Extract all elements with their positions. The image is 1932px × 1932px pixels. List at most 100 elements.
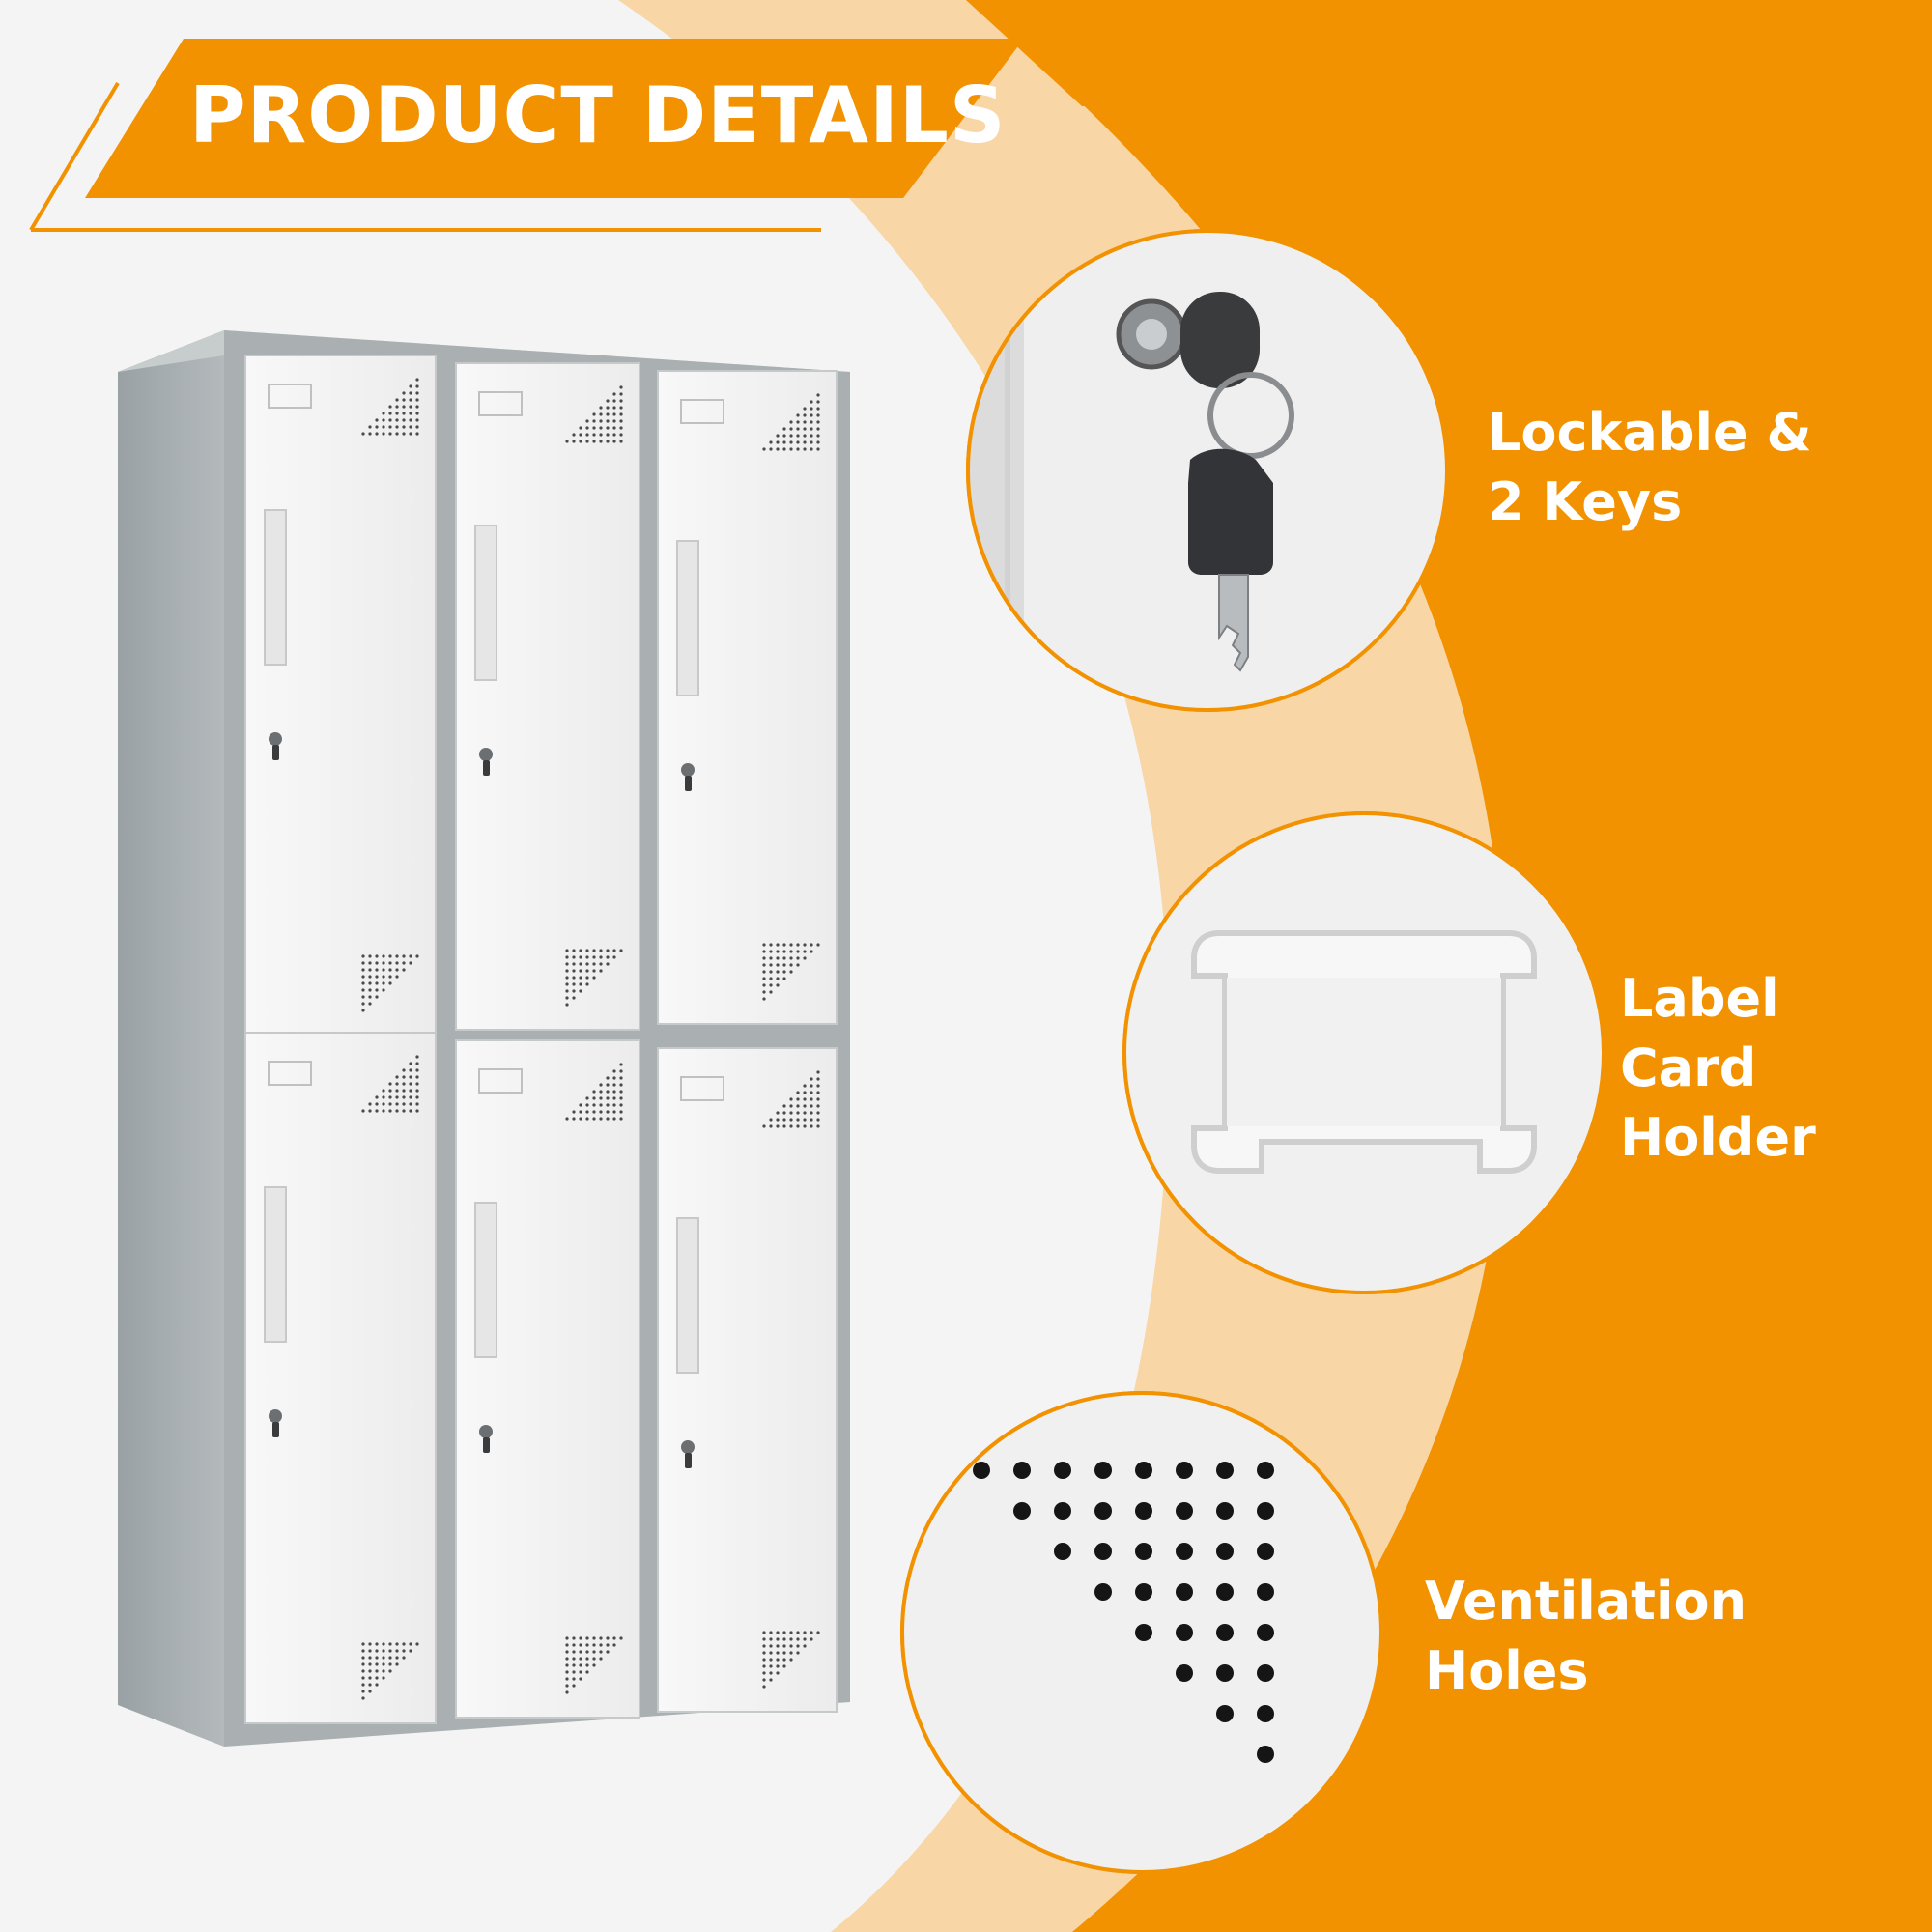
label-holder xyxy=(478,391,523,416)
vent-grille-top xyxy=(361,378,419,436)
vent-hole xyxy=(1176,1583,1193,1601)
vent-hole xyxy=(1257,1624,1274,1641)
handle-recess xyxy=(676,540,699,696)
locker-door xyxy=(657,370,838,1025)
door-key xyxy=(685,1453,692,1468)
vent-grille-top xyxy=(565,1063,623,1121)
vent-hole xyxy=(1216,1543,1234,1560)
vent-grille-bottom xyxy=(361,954,419,1012)
vent-grille-top xyxy=(361,1055,419,1113)
vent-hole xyxy=(1216,1462,1234,1479)
vent-hole xyxy=(1257,1664,1274,1682)
handle-recess xyxy=(264,509,287,666)
feature-label-lock-keys: Lockable & 2 Keys xyxy=(1488,398,1812,537)
vent-grille-bottom xyxy=(565,1636,623,1694)
lock-keys-closeup xyxy=(966,229,1449,712)
vent-hole xyxy=(1176,1624,1193,1641)
vent-hole xyxy=(1013,1462,1031,1479)
vent-hole xyxy=(1054,1462,1071,1479)
door-lock xyxy=(479,748,493,761)
door-key xyxy=(685,776,692,791)
vent-hole xyxy=(1135,1583,1152,1601)
vent-grille-top xyxy=(762,393,820,451)
vent-hole xyxy=(1176,1664,1193,1682)
vent-hole xyxy=(1176,1502,1193,1520)
feature-label-line: Holder xyxy=(1620,1107,1816,1168)
door-lock xyxy=(269,1409,282,1423)
vent-hole xyxy=(1257,1543,1274,1560)
label-holder xyxy=(268,384,312,409)
page-title: PRODUCT DETAILS xyxy=(189,71,1007,160)
label-card-holder-closeup xyxy=(1122,811,1605,1294)
handle-recess xyxy=(474,1202,497,1358)
vent-hole xyxy=(1094,1543,1112,1560)
vent-grille-bottom xyxy=(565,949,623,1007)
vent-hole xyxy=(1216,1624,1234,1641)
door-lock xyxy=(681,1440,695,1454)
vent-hole xyxy=(1257,1705,1274,1722)
feature-label-line: 2 Keys xyxy=(1488,471,1683,532)
vent-grille-bottom xyxy=(762,943,820,1001)
handle-recess xyxy=(264,1186,287,1343)
title-banner xyxy=(85,39,1024,198)
door-lock xyxy=(681,763,695,777)
vent-grille-top xyxy=(762,1070,820,1128)
door-lock xyxy=(269,732,282,746)
label-holder xyxy=(268,1061,312,1086)
vent-grille-top xyxy=(565,385,623,443)
door-key xyxy=(272,745,279,760)
door-key xyxy=(483,760,490,776)
vent-hole xyxy=(1257,1502,1274,1520)
door-key xyxy=(272,1422,279,1437)
feature-label-line: Lockable & xyxy=(1488,402,1812,463)
key-blade xyxy=(1218,574,1249,672)
handle-recess xyxy=(474,525,497,681)
door-key xyxy=(483,1437,490,1453)
vent-hole xyxy=(1216,1502,1234,1520)
locker-door xyxy=(244,355,437,1037)
vent-hole xyxy=(1135,1543,1152,1560)
locker-door xyxy=(244,1032,437,1724)
label-holder xyxy=(478,1068,523,1094)
feature-label-line: Holes xyxy=(1425,1640,1589,1701)
vent-grille-bottom xyxy=(361,1642,419,1700)
handle-recess xyxy=(676,1217,699,1374)
vent-hole xyxy=(1176,1543,1193,1560)
vent-hole xyxy=(1135,1502,1152,1520)
vent-hole xyxy=(973,1462,990,1479)
locker-door xyxy=(657,1047,838,1713)
vent-hole xyxy=(1013,1502,1031,1520)
vent-hole xyxy=(1257,1746,1274,1763)
label-holder xyxy=(680,399,724,424)
vent-hole xyxy=(1135,1462,1152,1479)
key-head-top xyxy=(1180,292,1260,388)
door-lock xyxy=(479,1425,493,1438)
locker-cabinet xyxy=(118,330,850,1747)
vent-hole xyxy=(1094,1462,1112,1479)
label-holder xyxy=(680,1076,724,1101)
key-head-bottom xyxy=(1188,448,1273,575)
orange-top-band xyxy=(966,0,1932,106)
vent-hole xyxy=(1257,1583,1274,1601)
vent-hole xyxy=(1257,1462,1274,1479)
vent-hole xyxy=(1094,1502,1112,1520)
banner-slash xyxy=(29,81,120,232)
feature-label-label-card: Label Card Holder xyxy=(1620,964,1932,1173)
vent-hole xyxy=(1054,1543,1071,1560)
vent-hole xyxy=(1135,1624,1152,1641)
locker-door xyxy=(455,362,640,1031)
ventilation-holes-closeup xyxy=(900,1391,1383,1874)
vent-hole xyxy=(1054,1502,1071,1520)
vent-hole xyxy=(1094,1583,1112,1601)
orange-arc xyxy=(966,0,1932,1932)
vent-hole xyxy=(1216,1664,1234,1682)
locker-door xyxy=(455,1039,640,1719)
vent-hole xyxy=(1216,1705,1234,1722)
feature-label-line: Label Card xyxy=(1620,968,1779,1098)
vent-hole xyxy=(1176,1462,1193,1479)
locker-left-side xyxy=(118,330,224,1747)
vent-grille-bottom xyxy=(762,1631,820,1689)
vent-hole xyxy=(1216,1583,1234,1601)
feature-label-line: Ventilation xyxy=(1425,1571,1747,1632)
